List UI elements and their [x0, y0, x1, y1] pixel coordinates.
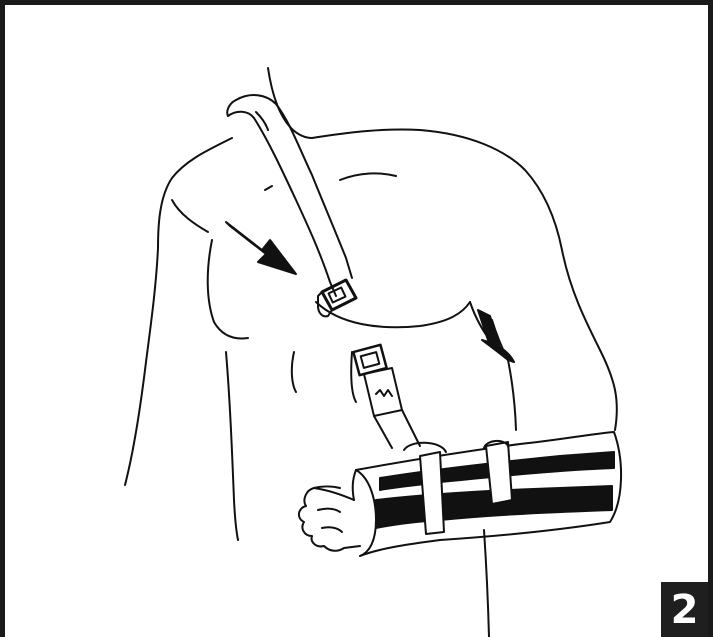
forearm-sling [351, 431, 622, 557]
torso-outline [124, 67, 618, 637]
down-arrow [225, 221, 297, 275]
lower-strap [352, 343, 421, 449]
hand [298, 485, 361, 552]
step-number-badge: 2 [661, 582, 708, 637]
strap-buckle [317, 278, 358, 318]
shoulder-strap [226, 94, 353, 297]
